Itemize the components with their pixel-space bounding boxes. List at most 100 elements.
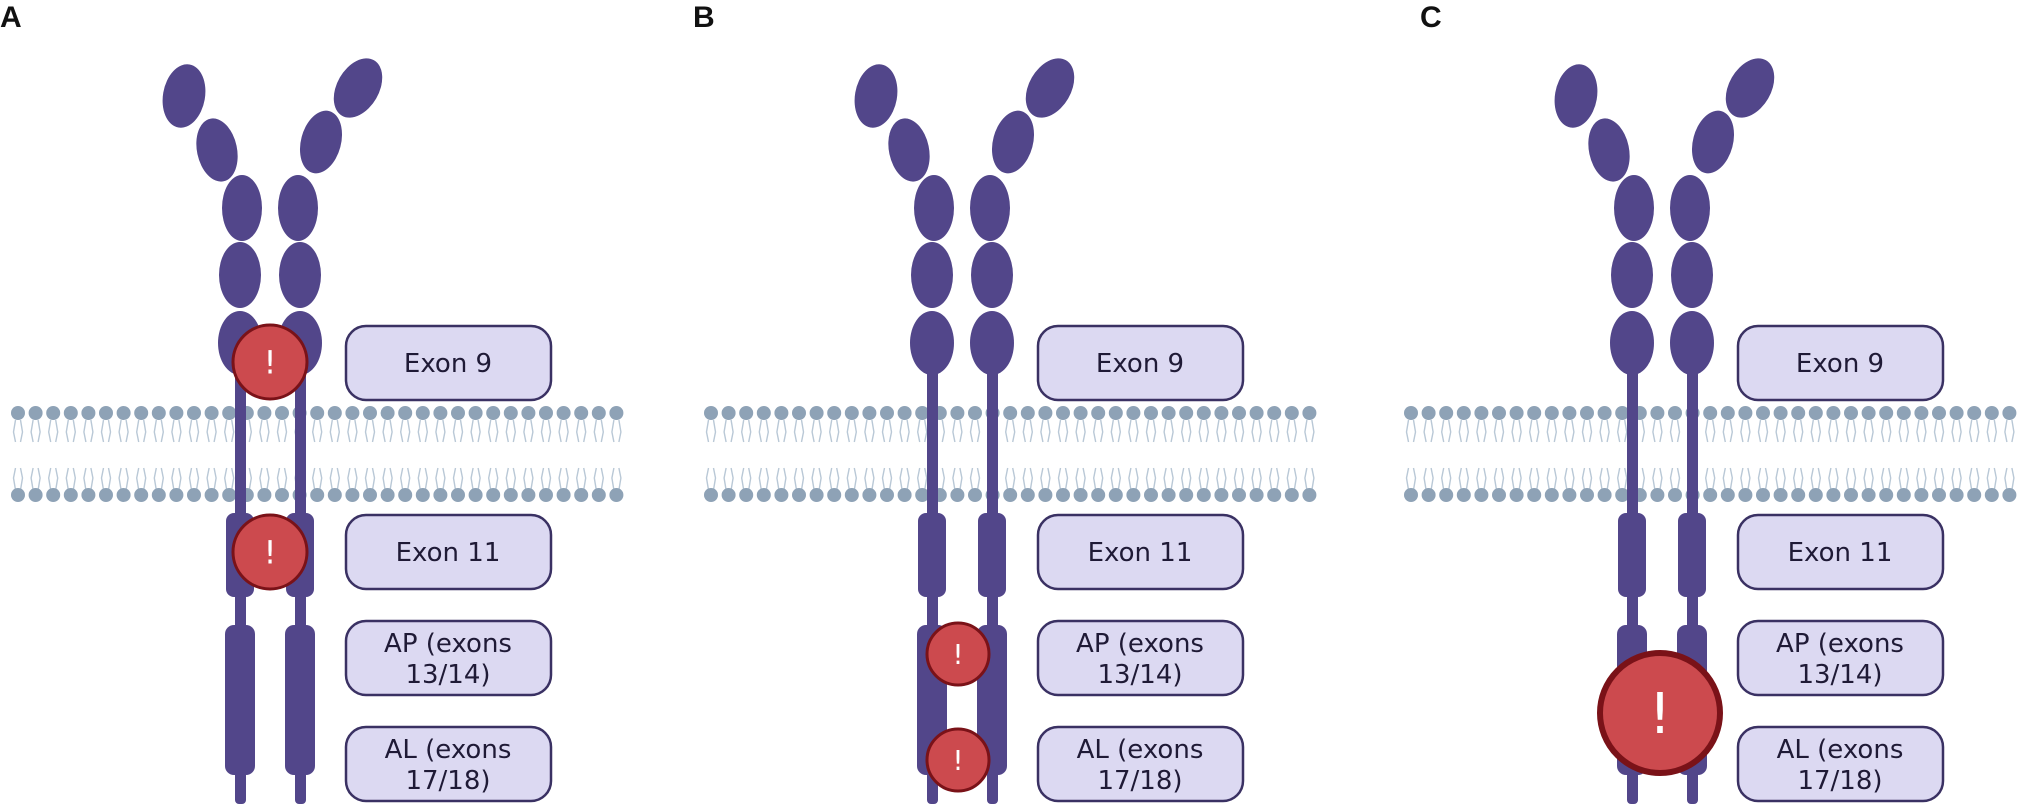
lipid-head	[81, 406, 96, 420]
lipid-tail	[1986, 419, 1998, 443]
lipid-tail	[1916, 419, 1927, 443]
lipid-tail	[83, 419, 94, 443]
lipid-tail	[1423, 467, 1434, 491]
lipid-head	[1492, 488, 1506, 502]
lipid-tail	[1740, 419, 1751, 443]
lipid-head	[1861, 488, 1876, 502]
lipid-head	[1826, 488, 1841, 502]
lipid-tail	[2004, 419, 2015, 443]
lipid-head	[1038, 406, 1053, 420]
lipid-tail	[1216, 419, 1227, 443]
ig-like-domain	[1554, 64, 1598, 128]
lipid-head	[756, 488, 771, 502]
ig-like-domain	[222, 175, 262, 241]
lipid-tail	[793, 467, 805, 491]
lipid-tail	[1145, 419, 1157, 443]
lipid-head	[1404, 406, 1418, 420]
lipid-head	[1615, 406, 1630, 420]
lipid-head	[11, 406, 25, 420]
lipid-tail	[171, 467, 182, 491]
ig-like-domain	[854, 64, 898, 128]
domain-label: Exon 11	[344, 513, 553, 591]
lipid-tail	[417, 467, 429, 491]
lipid-head	[1844, 488, 1858, 502]
lipid-head	[756, 406, 771, 420]
domain-label-box	[1736, 324, 1945, 402]
lipid-head	[380, 488, 395, 502]
lipid-tail	[1951, 467, 1962, 491]
lipid-head	[1720, 406, 1735, 420]
lipid-tail	[828, 467, 840, 491]
lipid-tail	[758, 419, 770, 443]
lipid-head	[1527, 406, 1542, 420]
lipid-tail	[153, 467, 165, 491]
lipid-tail	[470, 419, 481, 443]
exclamation-icon: !	[264, 344, 277, 382]
lipid-tail	[1828, 467, 1839, 491]
linker	[295, 590, 306, 630]
lipid-head	[1003, 488, 1018, 502]
lipid-tail	[118, 467, 129, 491]
lipid-head	[1738, 406, 1753, 420]
lipid-head	[486, 488, 501, 502]
lipid-head	[950, 488, 965, 502]
lipid-head	[1073, 488, 1088, 502]
lipid-tail	[399, 419, 411, 443]
lipid-head	[398, 488, 413, 502]
domain-label-text: AL (exons	[1077, 735, 1204, 765]
lipid-tail	[1405, 419, 1417, 443]
mutation-marker: !	[925, 621, 991, 687]
ig-like-domain	[1611, 242, 1653, 308]
lipid-head	[1302, 406, 1317, 420]
lipid-head	[1196, 406, 1211, 420]
domain-label-box	[1036, 725, 1245, 803]
mutation-circle	[1597, 650, 1723, 776]
lipid-head	[81, 488, 96, 502]
lipid-head	[1597, 488, 1612, 502]
lipid-tail	[1616, 419, 1628, 443]
lipid-tail	[329, 419, 341, 443]
lipid-head	[1544, 406, 1559, 420]
lipid-tail	[1810, 467, 1822, 491]
ig-like-domain	[1025, 58, 1075, 118]
lipid-head	[539, 406, 553, 420]
lipid-head	[1703, 488, 1718, 502]
lipid-head	[433, 406, 448, 420]
lipid-head	[1580, 406, 1594, 420]
lipid-head	[556, 406, 571, 420]
lipid-tail	[1004, 467, 1016, 491]
lipid-head	[1544, 488, 1559, 502]
lipid-tail	[470, 467, 481, 491]
lipid-head	[398, 406, 413, 420]
lipid-tail	[382, 419, 393, 443]
lipid-head	[1056, 406, 1070, 420]
lipid-tail	[1564, 419, 1575, 443]
lipid-head	[1720, 488, 1735, 502]
lipid-head	[1249, 406, 1264, 420]
lipid-head	[1791, 488, 1806, 502]
ig-like-domain	[219, 242, 261, 308]
lipid-head	[433, 488, 448, 502]
cell-membrane	[1404, 406, 2017, 502]
ig-like-domain	[911, 242, 953, 308]
lipid-tail	[776, 419, 787, 443]
lipid-head	[739, 406, 754, 420]
lipid-head	[1668, 406, 1682, 420]
lipid-head	[827, 488, 842, 502]
juxtamembrane-domain	[1678, 513, 1706, 597]
lipid-tail	[118, 419, 129, 443]
kinase-domain	[285, 625, 315, 775]
lipid-tail	[864, 419, 875, 443]
lipid-head	[1808, 488, 1823, 502]
lipid-head	[968, 488, 982, 502]
lipid-head	[1161, 488, 1176, 502]
domain-label-box	[344, 513, 553, 591]
lipid-head	[1284, 406, 1299, 420]
juxtamembrane-domain	[978, 513, 1006, 597]
lipid-tail	[969, 419, 981, 443]
lipid-head	[1597, 406, 1612, 420]
domain-label: Exon 11	[1036, 513, 1245, 591]
